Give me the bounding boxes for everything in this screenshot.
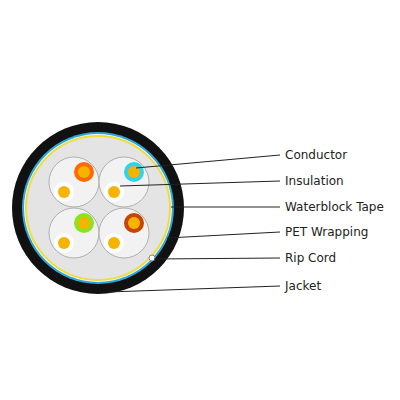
cable-body (12, 122, 184, 294)
part-label: PET Wrapping (284, 225, 369, 239)
pair-brown (99, 208, 149, 258)
leader-lines (108, 155, 280, 292)
leader-line (108, 286, 280, 292)
leader-line (136, 155, 280, 168)
pairs (49, 157, 149, 258)
pair-green (49, 208, 99, 258)
leader-line (120, 181, 280, 186)
part-label: Rip Cord (284, 251, 337, 265)
part-label: Insulation (284, 174, 345, 188)
pair-blue (99, 157, 149, 207)
part-label: Jacket (284, 279, 322, 293)
gap-ring (24, 134, 172, 282)
jacket (12, 122, 184, 294)
leader-line (154, 258, 280, 259)
part-label: Waterblock Tape (284, 200, 385, 214)
pair-orange (49, 157, 99, 207)
leader-line (171, 207, 280, 208)
waterblock-tape (26, 136, 170, 280)
leader-line (167, 232, 280, 238)
pet-wrapping (22, 132, 174, 284)
rip-cord (149, 255, 155, 261)
part-label: Conductor (284, 148, 348, 162)
